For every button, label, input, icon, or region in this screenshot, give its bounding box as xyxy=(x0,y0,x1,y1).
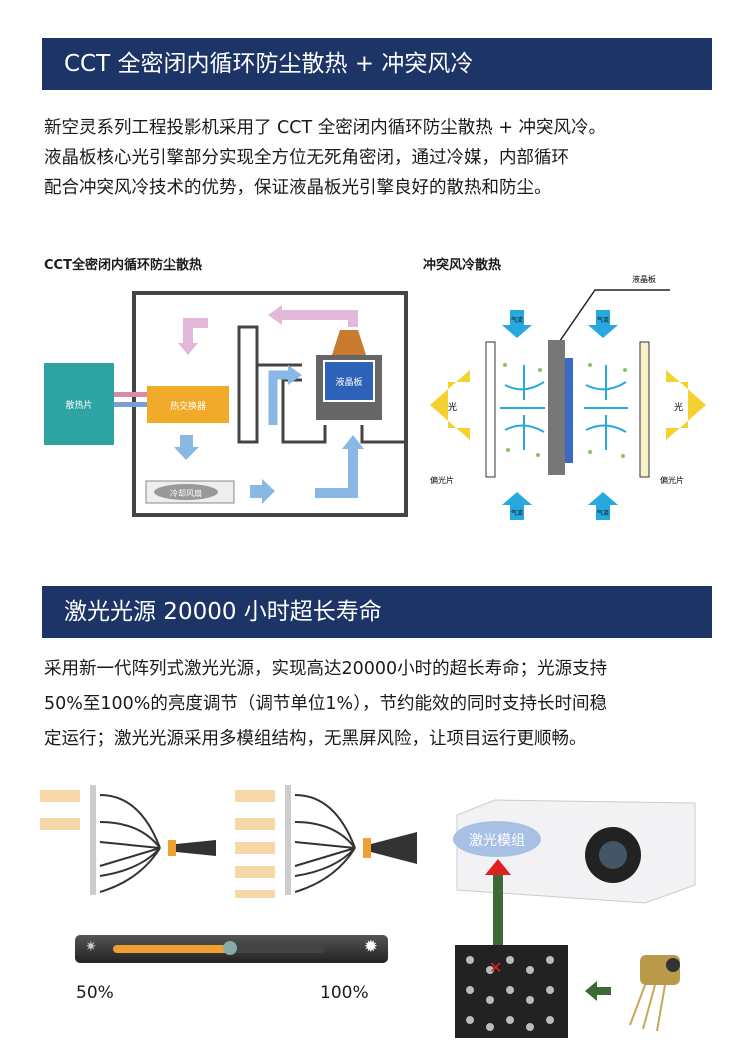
laser-module-badge xyxy=(453,821,541,857)
lcd-plate xyxy=(548,340,565,475)
heatsink-label: 散热片 xyxy=(65,399,92,411)
brightness-knob[interactable] xyxy=(222,941,237,955)
light-arrow-right xyxy=(666,370,706,440)
text-line: 配合冲突风冷技术的优势，保证液晶板光引擎良好的散热和防尘。 xyxy=(44,178,552,198)
svg-text:光: 光 xyxy=(674,401,683,413)
lcd-panel xyxy=(323,360,375,402)
diagram1-title: CCT全密闭内循环防尘散热 xyxy=(44,258,202,273)
section-header-laser: 激光光源 20000 小时超长寿命 xyxy=(42,586,712,638)
fan-label: 冷却风扇 xyxy=(170,488,202,498)
cct-diagram: 散热片 热交换器 液晶板 冷却风扇 xyxy=(44,291,408,517)
heat-exchanger xyxy=(147,386,229,423)
projector-illustration: 激光模组 ✕ xyxy=(453,799,696,1038)
brightness-fill xyxy=(113,945,230,953)
min-brightness-label: 50% xyxy=(76,983,114,1003)
laser-description: 采用新一代阵列式激光光源，实现高达20000小时的超长寿命；光源支持 50%至1… xyxy=(44,652,724,757)
diagram2-title: 冲突风冷散热 xyxy=(423,258,502,273)
left-arrow-icon xyxy=(585,981,611,1001)
svg-text:气流: 气流 xyxy=(597,509,609,517)
svg-text:气流: 气流 xyxy=(511,316,523,324)
light-arrow-left xyxy=(430,370,470,440)
collision-cooling-diagram: 液晶板 光 光 偏光片 偏光片 气流 气流 气流 气流 xyxy=(430,274,706,520)
svg-text:偏光片: 偏光片 xyxy=(430,475,454,485)
text-line: 定运行；激光光源采用多模组结构，无黑屏风险，让项目运行更顺畅。 xyxy=(44,729,587,749)
text-line: 液晶板核心光引擎部分实现全方位无死角密闭，通过冷媒，内部循环 xyxy=(44,148,569,168)
svg-text:偏光片: 偏光片 xyxy=(660,475,684,485)
cooling-description: 新空灵系列工程投影机采用了 CCT 全密闭内循环防尘散热 + 冲突风冷。 液晶板… xyxy=(44,113,724,203)
bright-icon: ✹ xyxy=(363,937,378,957)
svg-text:光: 光 xyxy=(448,401,457,413)
svg-text:气流: 气流 xyxy=(597,316,609,324)
text-line: 新空灵系列工程投影机采用了 CCT 全密闭内循环防尘散热 + 冲突风冷。 xyxy=(44,118,607,138)
up-arrow-icon xyxy=(485,859,511,875)
failed-diode-x-icon: ✕ xyxy=(489,958,502,977)
max-brightness-label: 100% xyxy=(320,983,369,1003)
text-line: 50%至100%的亮度调节（调节单位1%），节约能效的同时支持长时间稳 xyxy=(44,694,607,714)
brightness-slider[interactable]: ✷ ✹ xyxy=(75,935,388,963)
exchanger-label: 热交换器 xyxy=(170,400,206,412)
laser-module-label: 激光模组 xyxy=(469,832,525,849)
dim-icon: ✷ xyxy=(85,939,97,955)
heatsink xyxy=(44,363,114,445)
laser-array-illustration xyxy=(40,785,417,898)
polarizer-right xyxy=(639,341,650,478)
polarizer-left xyxy=(485,341,496,478)
text-line: 采用新一代阵列式激光光源，实现高达20000小时的超长寿命；光源支持 xyxy=(44,659,608,679)
svg-text:气流: 气流 xyxy=(511,509,523,517)
section-header-cooling: CCT 全密闭内循环防尘散热 + 冲突风冷 xyxy=(42,38,712,90)
lcd-callout-label: 液晶板 xyxy=(632,274,656,284)
lcd-label: 液晶板 xyxy=(335,376,362,388)
